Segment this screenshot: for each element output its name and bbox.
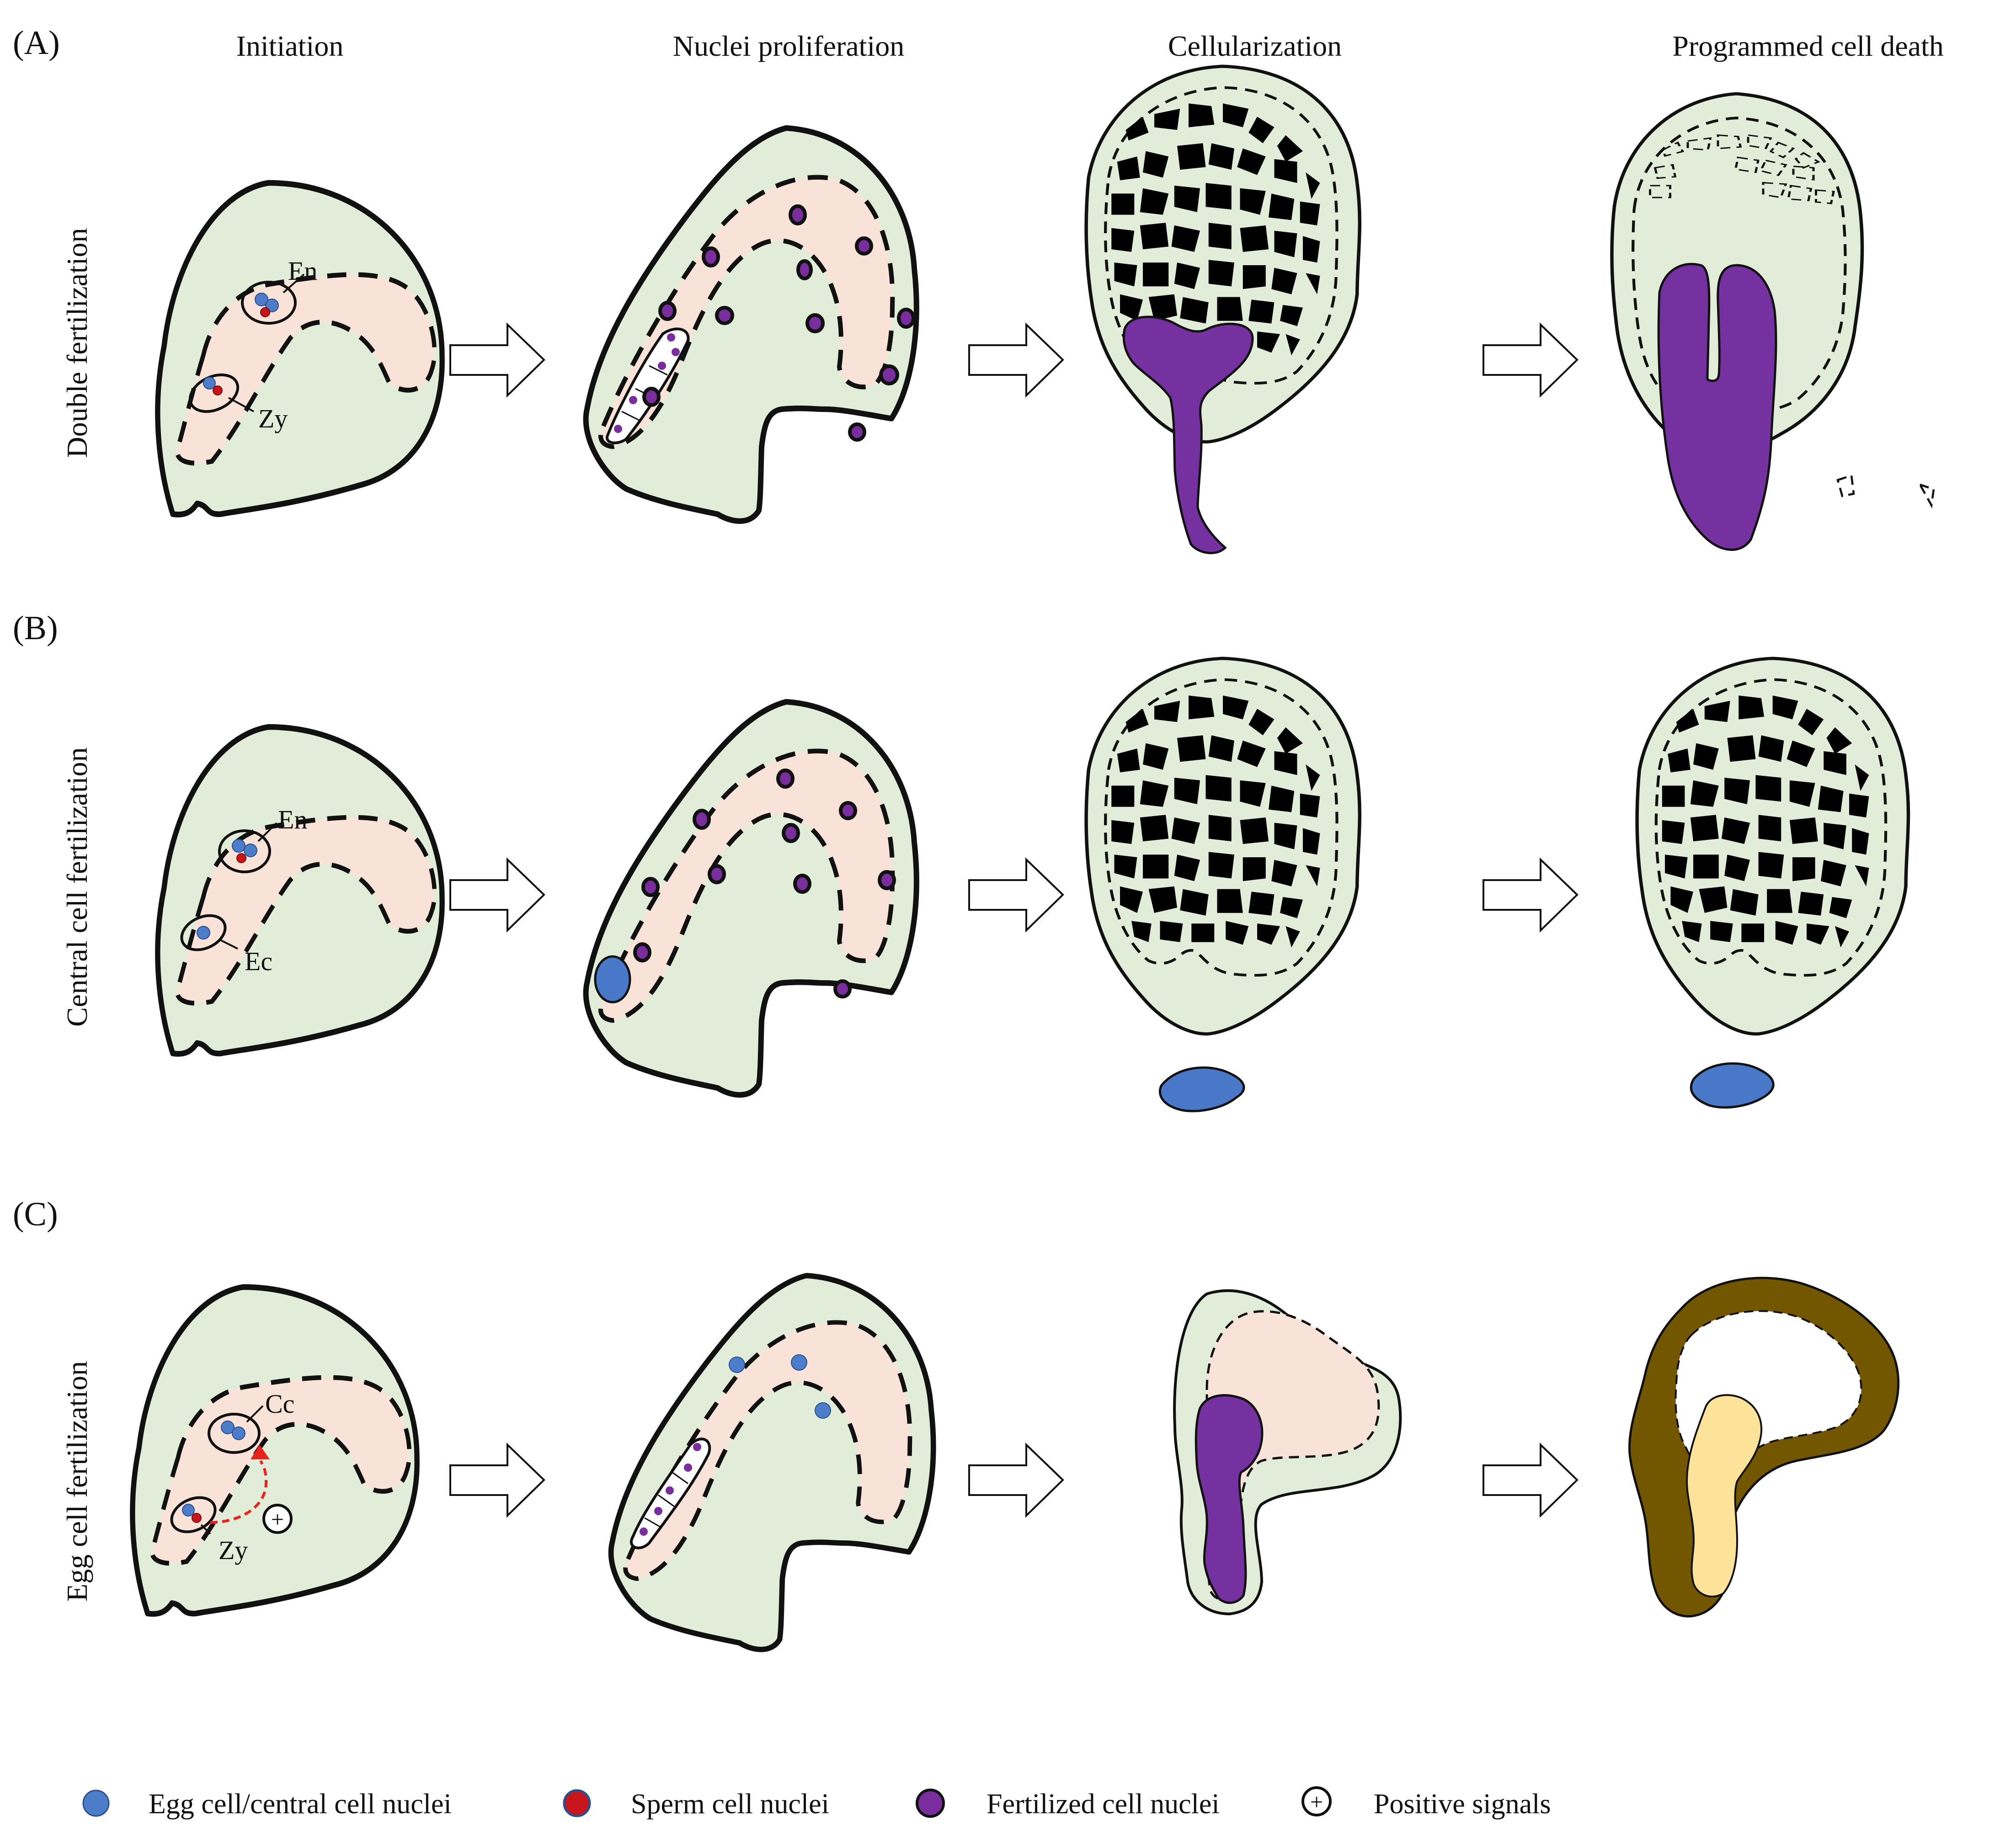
legend-label-positive-signals: Positive signals — [1374, 1789, 1551, 1820]
header-nuclei-proliferation: Nuclei proliferation — [673, 30, 904, 62]
embryo-file-c — [629, 1437, 711, 1549]
endosperm-cell-ring — [241, 281, 297, 325]
arrow-b-3 — [1483, 859, 1578, 931]
label-zy-c: Zy — [219, 1535, 248, 1565]
seed-cellularization-b — [1086, 658, 1360, 1034]
label-cc-c: Cc — [265, 1389, 294, 1419]
panel-letter-a: (A) — [13, 24, 60, 62]
egg-cell-cellularization-b — [1158, 1066, 1245, 1112]
blue-nucleus-icon — [82, 1789, 110, 1817]
fertilized-nuclei-b — [633, 769, 896, 999]
seed-initiation-c — [133, 1287, 417, 1614]
egg-cell-b — [594, 955, 631, 1004]
embryo-cellularization-c — [1195, 1394, 1264, 1604]
legend-item-egg-central: Egg cell/central cell nuclei — [82, 1789, 452, 1820]
egg-cell-ring-b — [180, 914, 227, 951]
label-en: En — [288, 256, 317, 286]
legend-item-fertilized: Fertilized cell nuclei — [916, 1789, 1220, 1820]
row-label-egg-cell-fertilization: Egg cell fertilization — [61, 1361, 93, 1602]
seed-proliferation-c — [611, 1276, 933, 1650]
arrow-c-2 — [968, 1444, 1064, 1517]
circled-plus-icon — [1301, 1786, 1332, 1816]
legend-item-sperm: Sperm cell nuclei — [563, 1789, 829, 1820]
endosperm-cell-ring-b — [218, 829, 271, 873]
arrow-a-2 — [968, 324, 1064, 396]
arrow-a-3 — [1483, 324, 1578, 396]
plus-glyph: + — [271, 1506, 284, 1532]
central-cell-ring-c — [208, 1413, 261, 1454]
seed-proliferation-a — [586, 128, 917, 521]
label-en-b: En — [278, 805, 307, 834]
legend-label-sperm: Sperm cell nuclei — [631, 1789, 829, 1820]
seed-pcd-b — [1637, 658, 1908, 1034]
seed-initiation-b — [158, 727, 442, 1054]
arrow-b-2 — [968, 859, 1064, 931]
label-ec-b: Ec — [245, 946, 272, 976]
row-a: En Zy — [158, 66, 1935, 555]
seed-initiation-a — [158, 183, 442, 514]
row-b: En Ec — [158, 658, 1909, 1112]
red-nucleus-icon — [563, 1789, 591, 1817]
row-label-central-cell-fertilization: Central cell fertilization — [61, 747, 93, 1026]
panel-letter-b: (B) — [13, 609, 58, 647]
header-initiation: Initiation — [236, 30, 344, 62]
zygote-ring-c — [170, 1496, 217, 1533]
svg-text:+: + — [1310, 1789, 1323, 1815]
legend-label-fertilized: Fertilized cell nuclei — [987, 1789, 1220, 1820]
row-label-double-fertilization: Double fertilization — [61, 228, 93, 458]
signal-arrowhead — [251, 1445, 270, 1459]
seed-cellularization-a — [1086, 66, 1360, 442]
remnant-c — [1685, 1394, 1763, 1598]
arrow-c-1 — [449, 1444, 545, 1517]
arrow-a-1 — [449, 324, 545, 396]
arrow-b-1 — [449, 859, 545, 931]
embryo-pcd-a — [1657, 263, 1777, 551]
row-c: + Cc Zy — [133, 1276, 1900, 1650]
endosperm-cellularization-c — [1205, 1310, 1380, 1601]
signal-path-arrow — [210, 1460, 268, 1524]
cell-walls-a4 — [1649, 134, 1835, 204]
arrow-c-3 — [1483, 1444, 1578, 1517]
label-zy: Zy — [258, 404, 288, 433]
header-programmed-cell-death: Programmed cell death — [1672, 30, 1944, 62]
header-cellularization: Cellularization — [1168, 30, 1342, 62]
fertilized-nuclei-a — [642, 204, 915, 442]
panel-letter-c: (C) — [13, 1196, 58, 1233]
embryo-file-a — [606, 327, 690, 444]
legend-item-positive-signals: + Positive signals — [1301, 1786, 1551, 1820]
positive-signal-icon — [262, 1504, 293, 1534]
legend: Egg cell/central cell nuclei Sperm cell … — [82, 1786, 1551, 1820]
legend-label-egg-central: Egg cell/central cell nuclei — [149, 1789, 452, 1820]
egg-cell-pcd-b — [1690, 1062, 1775, 1109]
purple-nucleus-icon — [916, 1789, 945, 1818]
seed-proliferation-b — [586, 702, 917, 1095]
embryo-cellularization-a — [1122, 315, 1254, 555]
